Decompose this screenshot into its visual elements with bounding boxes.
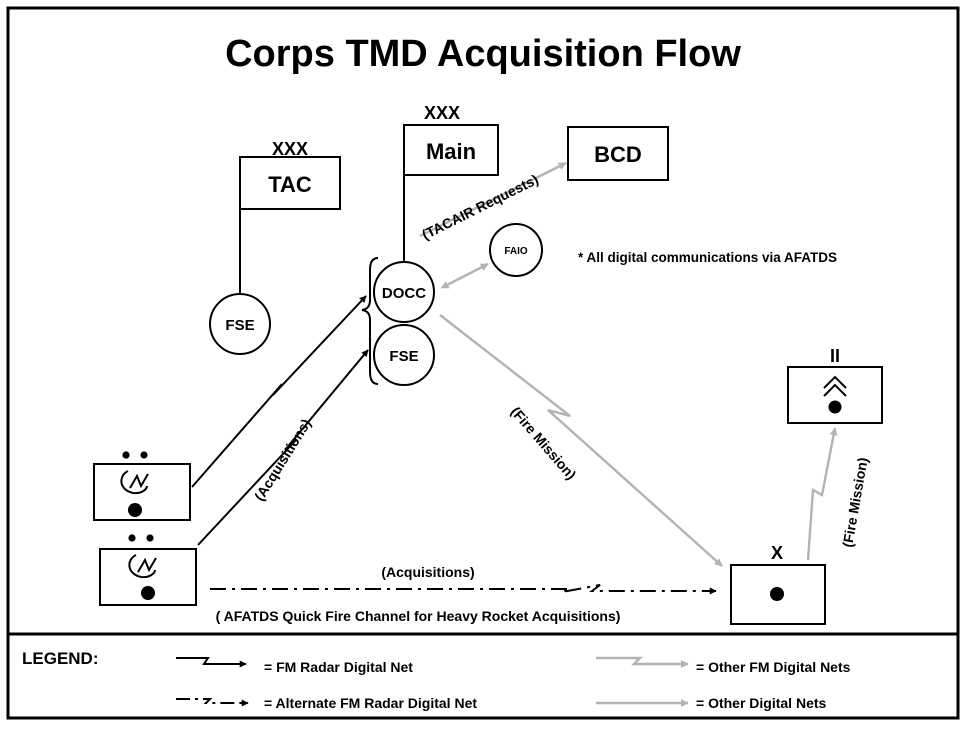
radar-2-dot-left [128,534,136,542]
fse-tac-label: FSE [225,317,254,334]
legend-other-fm: = Other FM Digital Nets [696,659,851,675]
outer-frame [6,6,960,720]
legend-fm-radar-symbol [176,657,247,668]
legend-alt-fm-radar-symbol [176,698,249,707]
rocket-symbol-icon [823,375,847,397]
radar-2-position-dot [141,586,155,600]
afatds-note: * All digital communications via AFATDS [578,250,837,265]
battalion-echelon: II [830,346,840,366]
tacair-arrow [419,161,567,238]
radar-symbol-icon [128,554,157,579]
legend-fm-radar: = FM Radar Digital Net [264,659,413,675]
radar2-fse-arrow [197,349,369,546]
legend-other-digital: = Other Digital Nets [696,695,827,711]
fse-main-label: FSE [389,348,418,365]
brigade-echelon: X [771,543,783,563]
docc-label: DOCC [382,285,426,302]
radar-1-dot-left [122,451,130,459]
docc-node [373,261,435,323]
faio-label: FAIO [504,246,528,257]
radar-1-dot-right [140,451,148,459]
tac-label: TAC [268,172,312,197]
brigade-node [730,564,826,625]
bcd-node [567,126,669,181]
brigade-position-dot [770,587,784,601]
staff-brace [361,257,379,385]
tac-echelon: XXX [272,139,308,159]
radar-2-dot-right [146,534,154,542]
bcd-label: BCD [594,142,642,167]
legend-alt-fm-radar: = Alternate FM Radar Digital Net [264,695,477,711]
acquisitions-diag-label: (Acquisitions) [251,416,314,504]
main-node [403,124,499,176]
fire-mission-vert-arrow [806,427,838,561]
battalion-node [787,366,883,424]
fse-tac-node [209,293,271,355]
page-title: Corps TMD Acquisition Flow [225,33,741,75]
main-echelon: XXX [424,103,460,123]
fire-mission-arrow [439,314,723,567]
acquisitions-bottom-label: (Acquisitions) [381,564,474,580]
radar1-docc-arrow [191,295,367,488]
alternate-net-arrow [210,584,717,595]
legend-other-fm-symbol [596,656,689,668]
fire-mission-vert-label: (Fire Mission) [839,456,871,548]
faio-docc-arrow [440,262,489,289]
tac-node [239,156,341,210]
main-label: Main [426,139,476,164]
quick-fire-label: ( AFATDS Quick Fire Channel for Heavy Ro… [216,608,621,624]
radar-symbol-icon [120,470,149,495]
faio-node [489,223,543,277]
radar-1-position-dot [128,503,142,517]
fse-main-node [373,324,435,386]
radar-unit-1 [93,463,191,521]
battalion-position-dot [828,400,842,414]
legend-heading: LEGEND: [22,649,99,668]
